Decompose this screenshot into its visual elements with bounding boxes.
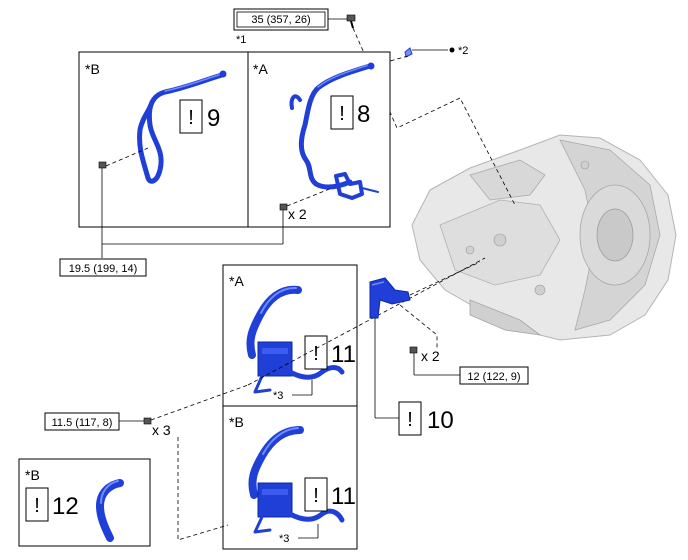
caution-mark-10: ! [407, 409, 413, 431]
caution-icon-8 [330, 95, 354, 130]
bottom-left-torque-box [44, 412, 120, 431]
lower-bottom-cooler-pipe [248, 426, 345, 534]
upper-bolts-qty: x 2 [288, 206, 307, 222]
upper-left-pipe [137, 70, 227, 184]
transaxle-assembly [411, 134, 677, 341]
lower-top-panel-label: *A [229, 273, 244, 289]
left-torque-box [59, 258, 147, 277]
caution-mark-12: ! [34, 495, 40, 517]
step-number-11b: 11 [331, 483, 356, 510]
upper-left-bolt-icon [98, 161, 107, 169]
note-star-3b: *3 [279, 533, 289, 545]
caution-icon-9 [179, 99, 203, 134]
step-number-9: 9 [207, 105, 220, 132]
right-torque-label: 12 (122, 9) [467, 371, 520, 383]
upper-right-pipe [289, 62, 379, 200]
bracket-bolts-qty: x 2 [421, 348, 440, 364]
step-number-12: 12 [52, 493, 79, 520]
bottom-left-torque-label: 11.5 (117, 8) [52, 417, 113, 429]
hose-clip-icon [404, 47, 413, 58]
step-number-10: 10 [427, 407, 454, 434]
caution-mark-8: ! [339, 103, 345, 125]
note-star-1: *1 [236, 34, 246, 46]
left-torque-label: 19.5 (199, 14) [69, 263, 138, 275]
caution-icon-10 [398, 401, 422, 436]
step-number-11a: 11 [331, 341, 356, 368]
caution-icon-11b [304, 477, 328, 512]
bracket-bolt-icon [409, 346, 418, 354]
lower-bottom-panel-label: *B [229, 414, 244, 430]
bottom-left-panel-label: *B [25, 467, 40, 483]
caution-icon-11a [304, 335, 328, 370]
caution-mark-9: ! [188, 107, 194, 129]
bottom-left-bolt-icon [143, 417, 152, 425]
top-bolt-icon [346, 14, 356, 29]
note-bullet-icon [449, 47, 455, 53]
caution-mark-11b: ! [313, 485, 319, 507]
caution-icon-12 [25, 487, 49, 522]
top-torque-box-inner [236, 11, 326, 28]
note-star-2: *2 [458, 45, 468, 57]
caution-mark-11a: ! [313, 343, 319, 365]
bracket-part [369, 277, 411, 319]
bottom-left-pipe [96, 479, 124, 542]
cooler-bolts-qty: x 3 [152, 422, 171, 438]
upper-panels-frame [78, 51, 391, 228]
top-torque-label: 35 (357, 26) [251, 14, 310, 26]
right-torque-box [459, 366, 529, 385]
step-number-8: 8 [357, 101, 370, 128]
note-star-3a: *3 [273, 390, 283, 402]
upper-right-bolt-icon [279, 203, 288, 211]
upper-left-panel-label: *B [85, 61, 100, 77]
lower-top-cooler-pipe [246, 285, 345, 394]
upper-right-panel-label: *A [253, 61, 268, 77]
